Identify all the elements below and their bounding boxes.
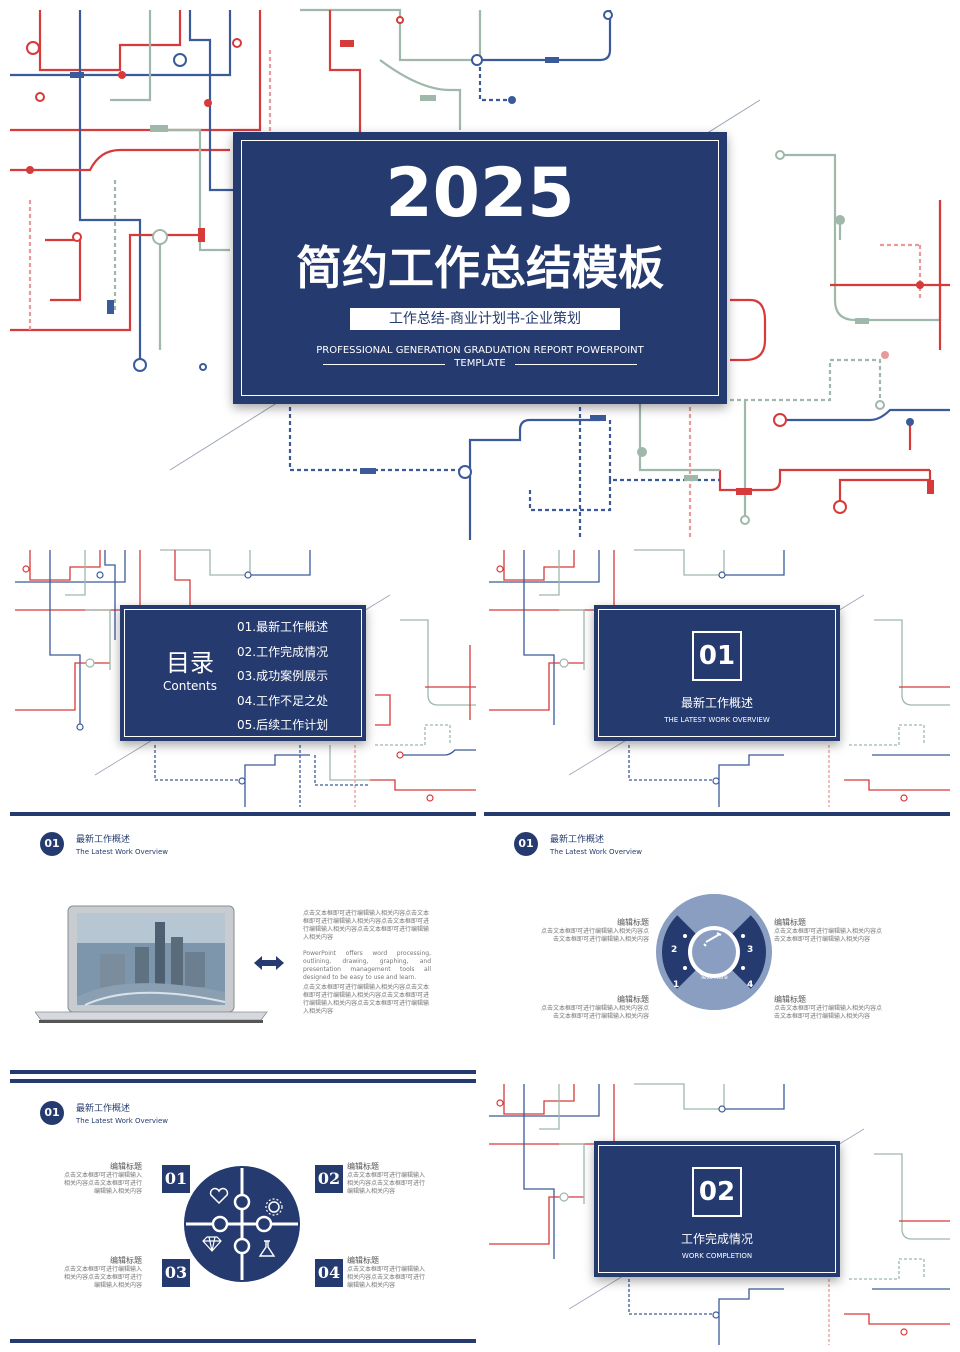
toc-item-1[interactable]: 01.最新工作概述 xyxy=(237,620,329,634)
puzzle-item-2: 02 编辑标题 点击文本框即可进行编辑输入相关内容点击文本框即可进行编辑输入相关… xyxy=(315,1161,440,1195)
double-arrow-icon xyxy=(252,955,286,975)
header-title: 最新工作概述 xyxy=(76,835,131,845)
circle-block-top-left: 编辑标题 点击文本框即可进行编辑输入相关内容点击文本框即可进行编辑输入相关内容 xyxy=(539,917,649,944)
circle-block-title: 编辑标题 xyxy=(617,918,649,927)
header-subtitle-3: The Latest Work Overview xyxy=(76,1117,169,1125)
puzzle-item-text: 点击文本框即可进行编辑输入相关内容点击文本框即可进行编辑输入相关内容 xyxy=(63,1266,142,1289)
puzzle-item-text: 点击文本框即可进行编辑输入相关内容点击文本框即可进行编辑输入相关内容 xyxy=(347,1266,426,1289)
circuit-lines-section2 xyxy=(489,1083,950,1345)
diamond-icon xyxy=(201,1235,223,1257)
laptop-para-1: 点击文本框即可进行编辑输入相关内容点击文本框即可进行编辑输入相关内容点击文本框即… xyxy=(303,910,430,941)
cover-year: 2025 xyxy=(385,154,575,233)
puzzle-item-text: 点击文本框即可进行编辑输入相关内容点击文本框即可进行编辑输入相关内容 xyxy=(347,1172,426,1195)
circle-block-title: 编辑标题 xyxy=(774,918,806,927)
circle-center-text: Text here xyxy=(700,974,728,981)
laptop-para-3: 点击文本框即可进行编辑输入相关内容点击文本框即可进行编辑输入相关内容点击文本框即… xyxy=(303,984,430,1015)
puzzle-num-1: 01 xyxy=(162,1165,190,1193)
circle-block-top-right: 编辑标题 点击文本框即可进行编辑输入相关内容点击文本框即可进行编辑输入相关内容 xyxy=(774,917,884,944)
puzzle-num-4: 04 xyxy=(315,1259,343,1287)
header-title-3: 最新工作概述 xyxy=(76,1104,131,1114)
laptop-image xyxy=(35,905,268,1023)
toc-item-4[interactable]: 04.工作不足之处 xyxy=(237,693,329,708)
circuit-lines-cover xyxy=(10,8,950,540)
circle-block-text: 点击文本框即可进行编辑输入相关内容点击文本框即可进行编辑输入相关内容 xyxy=(540,1005,649,1020)
circle-block-text: 点击文本框即可进行编辑输入相关内容点击文本框即可进行编辑输入相关内容 xyxy=(774,928,883,943)
circle-block-bottom-left: 编辑标题 点击文本框即可进行编辑输入相关内容点击文本框即可进行编辑输入相关内容 xyxy=(539,994,649,1021)
circle-num-4: 4 xyxy=(747,980,754,990)
puzzle-item-title: 编辑标题 xyxy=(110,1256,142,1265)
section2-slide: 02 工作完成情况 WORK COMPLETION xyxy=(484,1079,950,1345)
header-subtitle: The Latest Work Overview xyxy=(76,848,169,856)
section1-slide: 01 最新工作概述 THE LATEST WORK OVERVIEW xyxy=(484,545,950,807)
cover-title: 简约工作总结模板 xyxy=(296,241,664,295)
cover-slide: 2025 简约工作总结模板 工作总结-商业计划书-企业策划 PROFESSION… xyxy=(0,0,960,540)
toc-panel: 目录 Contents 01.最新工作概述 02.工作完成情况 03.成功案例展… xyxy=(120,605,366,741)
toc-title: 目录 xyxy=(166,649,214,677)
section1-panel: 01 最新工作概述 THE LATEST WORK OVERVIEW xyxy=(594,605,840,741)
toc-item-5[interactable]: 05.后续工作计划 xyxy=(237,718,329,732)
section2-subtitle: WORK COMPLETION xyxy=(681,1252,753,1260)
toc-list: 01.最新工作概述 02.工作完成情况 03.成功案例展示 04.工作不足之处 … xyxy=(237,615,357,738)
puzzle-circle xyxy=(184,1166,300,1282)
toc-item-3[interactable]: 03.成功案例展示 xyxy=(237,669,329,683)
section1-subtitle: THE LATEST WORK OVERVIEW xyxy=(664,716,770,724)
laptop-slide: 01 最新工作概述 The Latest Work Overview 点击文本框… xyxy=(10,812,476,1074)
header-badge: 01 xyxy=(40,832,64,856)
puzzle-slide: 01 最新工作概述 The Latest Work Overview 编辑标题 … xyxy=(10,1079,476,1345)
section1-number: 01 xyxy=(692,631,742,681)
flask-icon xyxy=(257,1239,277,1263)
toc-slide: 目录 Contents 01.最新工作概述 02.工作完成情况 03.成功案例展… xyxy=(10,545,476,807)
circle-num-1: 1 xyxy=(673,980,680,990)
toc-subtitle: Contents xyxy=(163,679,217,693)
toc-item-2[interactable]: 02.工作完成情况 xyxy=(237,644,329,659)
circle-block-title: 编辑标题 xyxy=(617,995,649,1004)
section2-panel: 02 工作完成情况 WORK COMPLETION xyxy=(594,1141,840,1277)
puzzle-item-title: 编辑标题 xyxy=(110,1162,142,1171)
heart-icon xyxy=(209,1187,229,1209)
header-badge-2: 01 xyxy=(514,832,538,856)
puzzle-item-3: 编辑标题 点击文本框即可进行编辑输入相关内容点击文本框即可进行编辑输入相关内容 … xyxy=(63,1255,190,1289)
section1-title: 最新工作概述 xyxy=(680,696,753,710)
header-title-2: 最新工作概述 xyxy=(550,835,605,845)
puzzle-item-title: 编辑标题 xyxy=(347,1162,379,1171)
circle-block-text: 点击文本框即可进行编辑输入相关内容点击文本框即可进行编辑输入相关内容 xyxy=(774,1005,883,1020)
header-badge-3: 01 xyxy=(40,1101,64,1125)
puzzle-num-3: 03 xyxy=(162,1259,190,1287)
puzzle-num-2: 02 xyxy=(315,1165,343,1193)
puzzle-item-1: 编辑标题 点击文本框即可进行编辑输入相关内容点击文本框即可进行编辑输入相关内容 … xyxy=(63,1161,190,1195)
puzzle-item-text: 点击文本框即可进行编辑输入相关内容点击文本框即可进行编辑输入相关内容 xyxy=(63,1172,142,1195)
cover-en-line2: TEMPLATE xyxy=(454,358,506,369)
laptop-para-2: PowerPoint offers word processing, outli… xyxy=(303,950,431,981)
puzzle-item-4: 04 编辑标题 点击文本框即可进行编辑输入相关内容点击文本框即可进行编辑输入相关… xyxy=(315,1255,440,1289)
circle-block-title: 编辑标题 xyxy=(774,995,806,1004)
cover-subtitle: 工作总结-商业计划书-企业策划 xyxy=(350,308,620,330)
header-subtitle-2: The Latest Work Overview xyxy=(550,848,643,856)
section2-title: 工作完成情况 xyxy=(680,1232,753,1246)
circle-num-3: 3 xyxy=(747,945,754,955)
cover-en-line1: PROFESSIONAL GENERATION GRADUATION REPOR… xyxy=(316,345,644,356)
circle-block-bottom-right: 编辑标题 点击文本框即可进行编辑输入相关内容点击文本框即可进行编辑输入相关内容 xyxy=(774,994,884,1021)
circle-diagram xyxy=(654,872,774,1032)
circle-num-2: 2 xyxy=(671,945,678,955)
cover-title-panel: 2025 简约工作总结模板 工作总结-商业计划书-企业策划 PROFESSION… xyxy=(233,132,727,404)
section2-number: 02 xyxy=(692,1167,742,1217)
circle-block-text: 点击文本框即可进行编辑输入相关内容点击文本框即可进行编辑输入相关内容 xyxy=(540,928,649,943)
puzzle-item-title: 编辑标题 xyxy=(347,1256,379,1265)
gear-icon xyxy=(264,1197,284,1221)
circle-slide: 01 最新工作概述 The Latest Work Overview Text … xyxy=(484,812,950,1074)
